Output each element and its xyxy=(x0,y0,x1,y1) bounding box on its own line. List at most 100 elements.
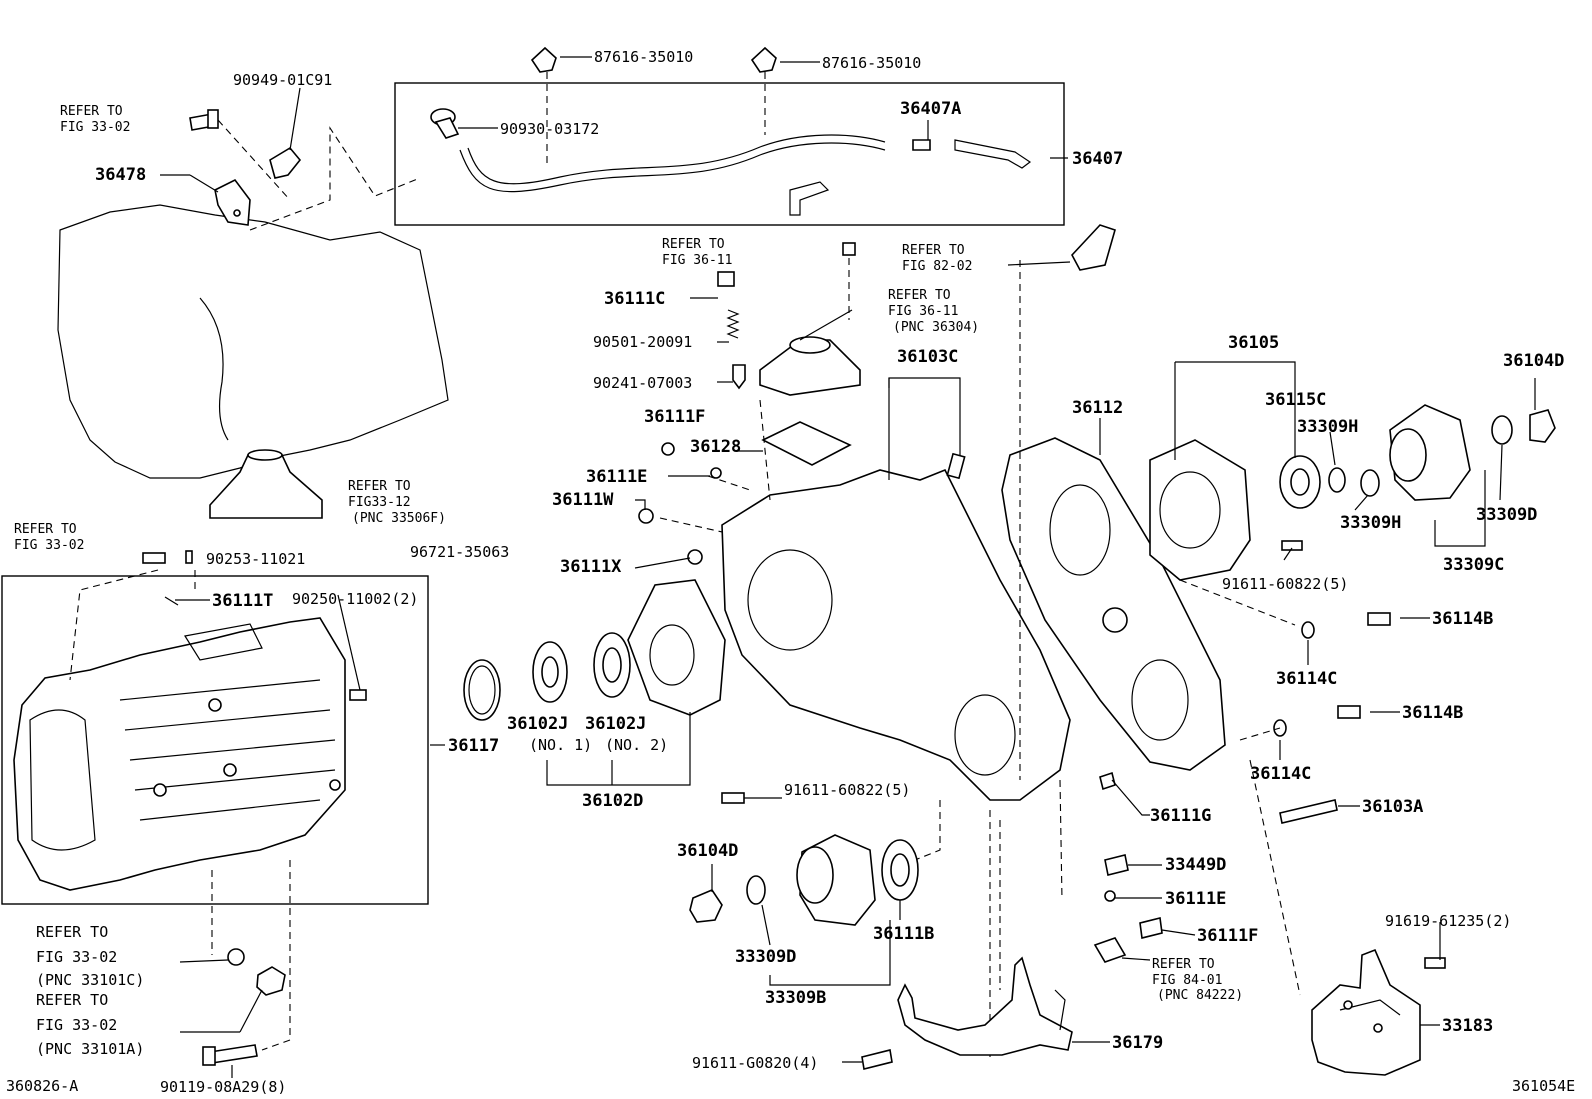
dashed-center-left xyxy=(914,800,941,861)
label-36111t: 36111T xyxy=(212,591,273,611)
breather-hose-shape xyxy=(459,142,886,193)
clip-90949-shape xyxy=(269,146,302,179)
label-90119-08a29: 90119-08A29(8) xyxy=(160,1078,286,1096)
washer-33309h-b xyxy=(1360,469,1380,497)
label-refer-3611b-l2: FIG 36-11 xyxy=(888,304,958,319)
label-36104d-left: 36104D xyxy=(677,841,738,861)
label-96721-35063: 96721-35063 xyxy=(410,543,509,561)
ball-90241 xyxy=(732,364,746,390)
label-33309d-right: 33309D xyxy=(1476,505,1537,525)
label-36102j-2: 36102J xyxy=(585,714,646,734)
front-cover-36102d xyxy=(627,579,726,716)
label-90241-07003: 90241-07003 xyxy=(593,374,692,392)
dashed-right-3 xyxy=(1249,759,1301,996)
gasket-36111e-a xyxy=(710,467,722,479)
dashed-housing-top xyxy=(69,569,159,681)
transmission-housing-outline xyxy=(57,204,449,479)
leader-lines xyxy=(160,56,1536,1078)
label-36117: 36117 xyxy=(448,736,499,756)
oring-96721 xyxy=(463,659,501,721)
gasket-36111e-b xyxy=(1104,890,1116,902)
mount-insulator-33183 xyxy=(1311,948,1421,1076)
label-36112: 36112 xyxy=(1072,398,1123,418)
plug-36111f-b xyxy=(1139,917,1163,939)
spring-90501 xyxy=(726,309,740,339)
label-36102j-1: 36102J xyxy=(507,714,568,734)
extension-housing-36117 xyxy=(13,617,346,891)
label-refer-3611a-l2: FIG 36-11 xyxy=(662,253,732,268)
label-36111e-b: 36111E xyxy=(1165,889,1226,909)
bolt-33449d xyxy=(1104,854,1129,876)
label-36114c-a: 36114C xyxy=(1276,669,1337,689)
dashed-right-2 xyxy=(1239,727,1281,741)
bolt-91619 xyxy=(1424,957,1446,969)
label-refer-3302d-l3: (PNC 33101A) xyxy=(36,1040,144,1058)
dashed-housing-bolt xyxy=(261,860,291,1051)
cap-top xyxy=(247,449,283,461)
label-90250-11002: 90250-11002(2) xyxy=(292,590,418,608)
shift-opening xyxy=(184,623,263,661)
label-36111c: 36111C xyxy=(604,289,665,309)
oring-96721-inner xyxy=(468,665,496,715)
label-refer-3302b-l1: REFER TO xyxy=(14,522,77,537)
figure-code-left: 360826-A xyxy=(6,1077,78,1095)
extension-36105 xyxy=(1149,439,1251,581)
label-refer-3302a-l2: FIG 33-02 xyxy=(60,120,130,135)
plug-36111w xyxy=(638,508,654,524)
label-33183: 33183 xyxy=(1442,1016,1493,1036)
mount-stud-1 xyxy=(1343,1000,1353,1010)
mount-top-plate xyxy=(1339,999,1401,1016)
seal-36102j-2-inner xyxy=(602,647,622,683)
cover-boss xyxy=(789,336,831,354)
breather-pipe-fitting xyxy=(946,452,966,480)
label-36102j-1-sub: (NO. 1) xyxy=(529,736,592,754)
housing-boss-4 xyxy=(329,779,341,791)
label-33309b: 33309B xyxy=(765,988,826,1008)
label-36103c: 36103C xyxy=(897,347,958,367)
flange-33309b-hub xyxy=(796,846,834,904)
seal-36102j-1-inner xyxy=(541,656,559,688)
label-36111f-a: 36111F xyxy=(644,407,705,427)
label-91611-g0820: 91611-G0820(4) xyxy=(692,1054,818,1072)
nut-36104d-l xyxy=(689,889,723,923)
label-refer-3302c-l1: REFER TO xyxy=(36,923,108,941)
washer-33309d-l xyxy=(746,875,766,905)
bolt-36114b-b xyxy=(1337,705,1361,719)
label-refer-8401-l2: FIG 84-01 xyxy=(1152,973,1222,988)
label-36104d-right: 36104D xyxy=(1503,351,1564,371)
label-90949-01c91: 90949-01C91 xyxy=(233,71,332,89)
label-refer-3302c-l2: FIG 33-02 xyxy=(36,948,117,966)
label-33309d-left: 33309D xyxy=(735,947,796,967)
label-90501-20091: 90501-20091 xyxy=(593,333,692,351)
label-36407: 36407 xyxy=(1072,149,1123,169)
hose-joint-36407a xyxy=(912,139,931,151)
housing-boss-1 xyxy=(208,698,222,712)
mount-stud-2 xyxy=(1373,1023,1383,1033)
bolt-90119-head xyxy=(202,1046,216,1066)
label-36115c: 36115C xyxy=(1265,390,1326,410)
label-91611-60822-b: 91611-60822(5) xyxy=(784,781,910,799)
clip-87616-left xyxy=(530,46,557,73)
dashed-guide-2 xyxy=(217,119,291,201)
label-refer-3611a-l1: REFER TO xyxy=(662,237,725,252)
sensor-refer-8401 xyxy=(1093,937,1127,963)
bolt-90119 xyxy=(209,1044,258,1064)
label-refer-3312-l2: FIG33-12 xyxy=(348,495,411,510)
bolt-36114b-a xyxy=(1367,612,1391,626)
label-33449d: 33449D xyxy=(1165,855,1226,875)
plug-refer-3302d xyxy=(256,966,286,996)
extension-bore xyxy=(1159,471,1221,549)
housing-ribs xyxy=(119,679,336,821)
gasket-36111x xyxy=(687,549,703,565)
label-36111g: 36111G xyxy=(1150,806,1211,826)
breather-hose-shape-2 xyxy=(467,134,886,185)
label-refer-3312-l1: REFER TO xyxy=(348,479,411,494)
plug-36111f-a xyxy=(661,442,675,456)
bolt-36103a xyxy=(1279,799,1338,824)
label-36103a: 36103A xyxy=(1362,797,1423,817)
bracket-36478-shape xyxy=(214,178,251,226)
label-refer-8202-l1: REFER TO xyxy=(902,243,965,258)
bolt-91611-60822-a xyxy=(1281,540,1303,551)
housing-flange-face xyxy=(29,709,96,851)
plug-36111c xyxy=(717,271,735,287)
